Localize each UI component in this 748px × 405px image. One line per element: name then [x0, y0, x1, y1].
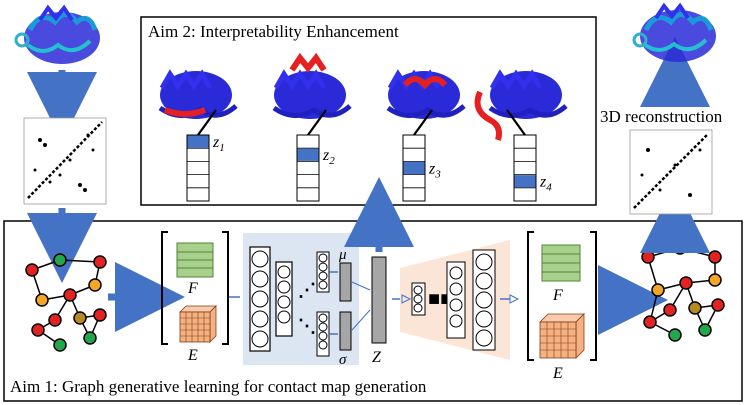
latent-highlight-3 — [403, 161, 425, 175]
latent-subscript-1: 1 — [219, 142, 225, 154]
svg-text:⋱: ⋱ — [298, 316, 316, 336]
mu-layer — [339, 262, 352, 302]
decoder-E-label: E — [552, 365, 563, 382]
edge-feature-tensor — [179, 305, 217, 343]
input-graph — [25, 253, 107, 352]
aim2-panel-2: z2 — [272, 52, 352, 202]
reconstruction-label: 3D reconstruction — [600, 107, 723, 126]
latent-bar-4 — [513, 134, 537, 202]
input-protein-structure — [14, 4, 100, 64]
decoder-network: ■■■ — [392, 240, 520, 360]
aim2-panel-3: z3 — [386, 69, 466, 202]
latent-label-3: z3 — [428, 160, 441, 180]
latent-label-4: z4 — [539, 174, 552, 194]
encoder-E-label: E — [187, 347, 198, 364]
latent-subscript-2: 2 — [329, 155, 335, 167]
aim2-label: Aim 2: Interpretability Enhancement — [148, 22, 399, 41]
output-graph — [641, 241, 725, 342]
latent-highlight-1 — [187, 135, 209, 148]
reconstructed-protein-structure — [632, 2, 716, 62]
aim1-label: Aim 1: Graph generative learning for con… — [10, 377, 427, 396]
node-feature-matrix — [176, 242, 214, 278]
aim2-panel-1: z1 — [158, 69, 238, 202]
latent-bar-1 — [186, 134, 210, 202]
mu-label: μ — [338, 247, 347, 263]
encoder-input-features: F E — [161, 231, 229, 364]
aim2-protein-2 — [272, 52, 352, 119]
aim2-panel-4: z4 — [474, 69, 568, 202]
latent-bar-2 — [296, 134, 320, 202]
reconstructed-node-feature-matrix — [541, 244, 581, 282]
latent-label-1: z1 — [212, 134, 225, 154]
latent-subscript-3: 3 — [434, 168, 441, 180]
aim2-panels: z1 z2 z3 z4 — [158, 52, 568, 202]
aim2-protein-4 — [474, 69, 568, 141]
sigma-label: σ — [339, 352, 347, 368]
latent-highlight-4 — [514, 175, 536, 188]
reconstructed-edge-feature-tensor — [539, 313, 585, 359]
latent-highlight-2 — [297, 148, 319, 161]
latent-vector-Z — [371, 256, 387, 344]
output-contact-map — [629, 129, 713, 215]
latent-Z-label: Z — [372, 349, 382, 366]
aim2-protein-3 — [386, 69, 466, 119]
svg-text:⋰: ⋰ — [298, 280, 316, 300]
encoder-network: ⋰ ⋱ μ σ — [243, 233, 359, 368]
decoder-F-label: F — [552, 287, 563, 304]
latent-label-2: z2 — [322, 147, 335, 167]
encoder-F-label: F — [187, 280, 198, 297]
aim2-protein-1 — [158, 69, 238, 119]
latent-bar-3 — [402, 134, 426, 202]
latent-subscript-4: 4 — [546, 182, 552, 194]
input-contact-map — [23, 117, 107, 205]
sigma-layer — [339, 311, 352, 351]
decoder-output-features: F E — [527, 231, 597, 382]
